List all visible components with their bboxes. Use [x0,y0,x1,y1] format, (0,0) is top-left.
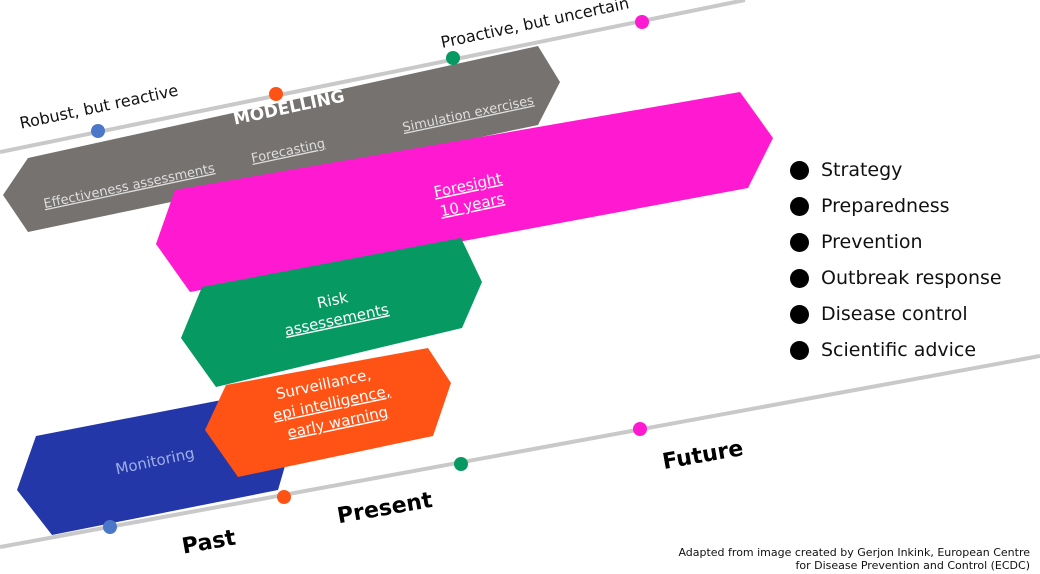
legend-item-outbreak-response: Outbreak response [790,260,1002,296]
top-marker-pink [635,15,649,29]
legend-item-label: Preparedness [821,195,950,217]
bottom-marker-blue [103,520,117,534]
bullet-icon [790,304,809,324]
bottom-axis-line [0,354,1040,549]
legend-item-prevention: Prevention [790,224,1002,260]
legend-item-scientific-advice: Scientific advice [790,332,1002,368]
future-label: Future [661,436,746,475]
legend-item-label: Scientific advice [821,339,977,361]
risk-band [181,238,482,387]
legend-item-strategy: Strategy [790,152,1002,188]
modelling-band [3,46,560,232]
credit-line-2: for Disease Prevention and Control (ECDC… [795,559,1030,572]
bottom-marker-orange [277,490,291,504]
top-marker-green [446,51,460,65]
legend-item-label: Prevention [821,231,923,253]
bottom-marker-green [454,457,468,471]
legend-item-label: Disease control [821,303,968,325]
foresight-band [156,92,773,292]
credit-note: Adapted from image created by Gerjon Ink… [678,546,1030,572]
top-marker-orange [269,87,283,101]
top-marker-blue [91,124,105,138]
surveillance-band [205,348,451,477]
legend-item-label: Strategy [821,159,903,181]
top-axis-line [0,0,746,154]
legend: Strategy Preparedness Prevention Outbrea… [790,152,1002,368]
past-label: Past [180,526,238,560]
bottom-marker-pink [633,422,647,436]
bullet-icon [790,196,809,216]
present-label: Present [335,488,434,529]
bullet-icon [790,340,809,360]
bullet-icon [790,232,809,252]
legend-item-disease-control: Disease control [790,296,1002,332]
bullet-icon [790,160,809,180]
credit-line-1: Adapted from image created by Gerjon Ink… [678,546,1030,559]
legend-item-preparedness: Preparedness [790,188,1002,224]
bullet-icon [790,268,809,288]
legend-item-label: Outbreak response [821,267,1002,289]
